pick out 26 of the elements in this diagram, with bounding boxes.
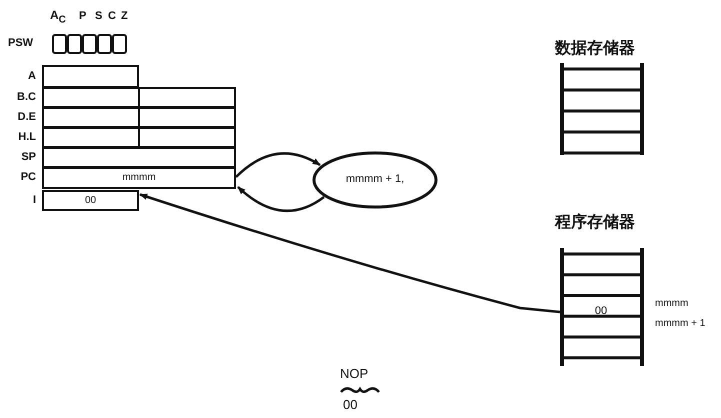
register-name: D.E	[18, 110, 36, 122]
register-name: SP	[21, 150, 36, 162]
register-name: A	[28, 70, 36, 82]
register-name: PC	[20, 171, 36, 183]
arrow	[235, 152, 321, 178]
register-name: PSW	[8, 37, 34, 49]
memory-title: 程序存储器	[555, 212, 635, 233]
flag-letter: P	[79, 10, 86, 22]
opcode-value: 00	[343, 397, 358, 412]
instruction-name: NOP	[340, 366, 368, 381]
register-name: B.C	[17, 90, 36, 102]
flag-letter: A$_{C}$	[50, 8, 66, 26]
register-row: mmmm	[42, 167, 236, 189]
arrow	[139, 193, 560, 314]
address-label: mmmm + 1	[655, 318, 706, 329]
register-row: 00	[42, 190, 139, 211]
flag-letter: C	[108, 10, 116, 22]
ellipse-text: mmmm + 1,	[344, 173, 406, 185]
flag-letter: S	[95, 10, 102, 22]
register-name: I	[32, 194, 36, 206]
memory-title: 数据存储器	[555, 38, 635, 59]
memory-cell-value: 00	[594, 305, 608, 317]
flag-letter: Z	[121, 10, 128, 22]
arrow	[237, 186, 325, 212]
address-label: mmmm	[655, 298, 688, 309]
register-name: H.L	[18, 130, 36, 142]
